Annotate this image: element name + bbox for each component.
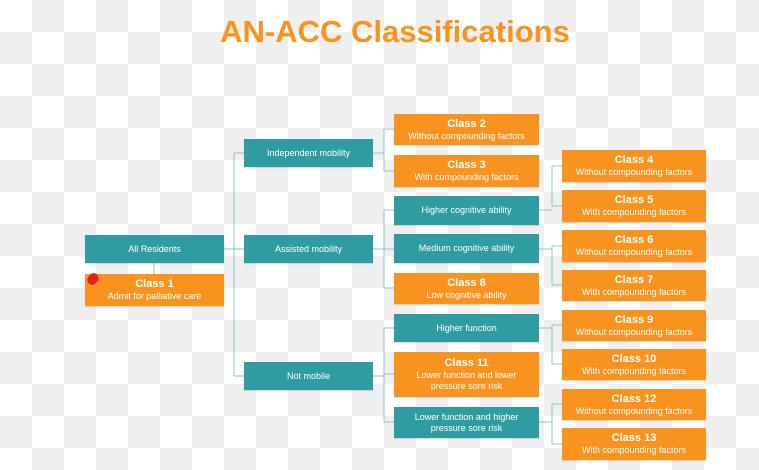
class-name: Class 10 — [611, 352, 657, 365]
class-desc: With compounding factors — [581, 207, 687, 217]
node-higher-function: Higher function — [394, 314, 539, 342]
class-desc: Low cognitive ability — [426, 289, 507, 300]
class-desc: With compounding factors — [581, 286, 687, 297]
class-desc: Lower function and lower pressure sore r… — [416, 370, 517, 391]
node-all-residents: All Residents — [85, 235, 224, 263]
node-label: Higher function — [436, 322, 497, 333]
node-not-mobile: Not mobile — [244, 362, 373, 390]
class-name: Class 8 — [447, 276, 486, 289]
diagram-title: AN-ACC Classifications — [220, 14, 570, 49]
node-higher-cognitive: Higher cognitive ability — [394, 196, 539, 225]
class-name: Class 13 — [611, 432, 657, 444]
node-label: Assisted mobility — [274, 243, 343, 254]
node-independent-mobility: Independent mobility — [244, 139, 373, 167]
class-desc: Without compounding factors — [575, 405, 693, 416]
class-desc: Without compounding factors — [408, 130, 525, 141]
node-label: All Residents — [128, 243, 181, 254]
class-name: Class 3 — [447, 159, 486, 171]
class-desc: Without compounding factors — [575, 247, 693, 257]
node-assisted-mobility: Assisted mobility — [244, 235, 373, 263]
node-label: Lower function and higher pressure sore … — [414, 411, 519, 433]
node-medium-cognitive: Medium cognitive ability — [394, 234, 539, 263]
node-label: Not mobile — [286, 370, 331, 381]
class-name: Class 9 — [614, 313, 654, 326]
class-name: Class 6 — [614, 234, 654, 246]
class-name: Class 5 — [614, 194, 654, 206]
class-name: Class 12 — [611, 392, 657, 405]
node-label: Higher cognitive ability — [421, 205, 512, 215]
class-name: Class 4 — [614, 154, 654, 166]
node-label: Medium cognitive ability — [418, 243, 515, 253]
node-label: Independent mobility — [266, 147, 351, 158]
class-desc: Without compounding factors — [575, 326, 693, 337]
class-desc: With compounding factors — [414, 172, 519, 182]
class-name: Class 11 — [444, 357, 489, 369]
class-desc: With compounding factors — [581, 445, 687, 455]
class-desc: With compounding factors — [581, 365, 687, 376]
class-name: Class 7 — [614, 273, 654, 286]
class-desc: Admit for palliative care — [107, 291, 202, 301]
class-desc: Without compounding factors — [575, 167, 693, 177]
node-lower-function-higher-risk: Lower function and higher pressure sore … — [394, 407, 539, 438]
class-name: Class 1 — [135, 278, 174, 290]
class-name: Class 2 — [447, 117, 486, 130]
